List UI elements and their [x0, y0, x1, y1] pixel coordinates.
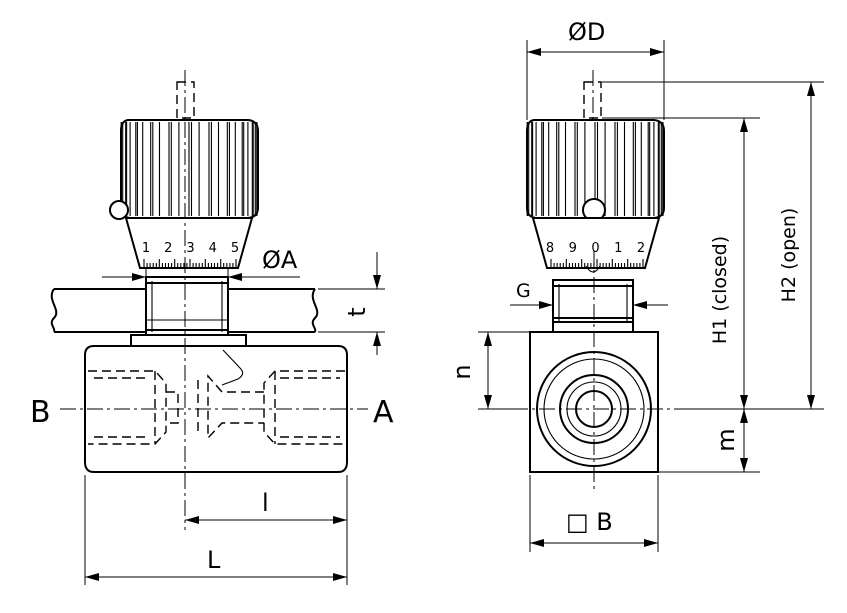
dim-big-l: L	[84, 475, 347, 585]
dim-phi-a: ØA	[102, 246, 300, 285]
port-label-b: B	[30, 395, 51, 430]
dim-square-b: □ B	[529, 475, 659, 552]
dim-phi-a-label: ØA	[262, 246, 298, 274]
left-scale-digit-3: 4	[209, 241, 217, 256]
dim-big-l-label: L	[207, 546, 221, 574]
right-scale-digit-4: 2	[637, 241, 645, 256]
dim-t-label: t	[343, 307, 371, 316]
dim-n: n	[448, 331, 530, 410]
dim-h2: H2 (open)	[602, 81, 824, 410]
right-neck	[552, 279, 634, 333]
left-lock-pin	[109, 200, 129, 220]
dim-m-label: m	[712, 428, 740, 451]
right-scale-digit-0: 8	[546, 241, 554, 256]
dim-h1: H1 (closed)	[602, 117, 760, 409]
right-scale-digit-3: 1	[614, 241, 622, 256]
left-scale-digit-2: 3	[186, 241, 194, 256]
dim-h2-label: H2 (open)	[778, 208, 800, 303]
left-panel	[50, 288, 319, 333]
right-scale-digit-2: 0	[591, 241, 599, 256]
dim-m: m	[658, 408, 760, 473]
right-knob	[526, 119, 665, 222]
left-scale-digit-1: 2	[164, 241, 172, 256]
dim-g-label: G	[516, 280, 531, 302]
left-neck	[145, 276, 229, 338]
dim-h1-label: H1 (closed)	[709, 236, 731, 344]
left-scale-digit-0: 1	[142, 241, 150, 256]
port-label-a: A	[373, 395, 394, 430]
dim-phi-d-label: ØD	[568, 18, 605, 46]
dim-n-label: n	[448, 364, 476, 379]
dim-l-label: l	[262, 489, 269, 517]
dim-square-b-label: □ B	[566, 508, 613, 536]
left-knob	[109, 119, 259, 220]
dim-g: G	[510, 280, 668, 309]
dim-l: l	[185, 475, 348, 585]
left-scale-digit-4: 5	[231, 241, 239, 256]
dim-t: t	[318, 252, 385, 355]
right-scale-digit-1: 9	[569, 241, 577, 256]
dim-phi-d: ØD	[526, 18, 665, 120]
